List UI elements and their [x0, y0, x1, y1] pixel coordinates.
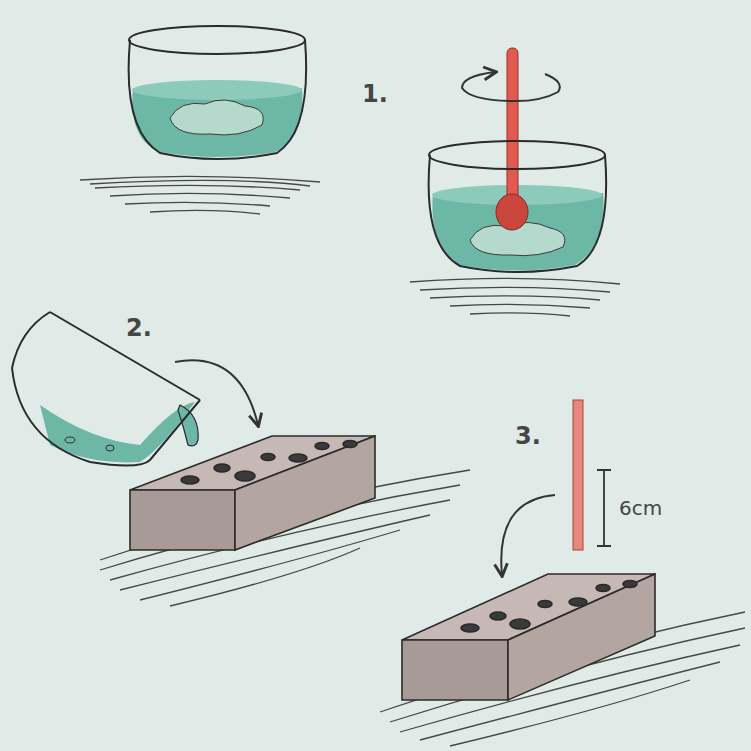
bowl-with-rice — [129, 26, 307, 159]
dimension-label: 6cm — [619, 498, 662, 518]
step-number: 1. — [362, 82, 388, 106]
bowl-with-spoon — [429, 48, 607, 272]
step-number: 3. — [515, 424, 541, 448]
stick-with-dimension — [501, 400, 611, 575]
step-number: 2. — [126, 316, 152, 340]
shadow-scribbles — [80, 176, 745, 746]
pouring-cup — [12, 312, 258, 466]
mould-brick — [402, 574, 655, 700]
mould-brick — [130, 436, 375, 550]
